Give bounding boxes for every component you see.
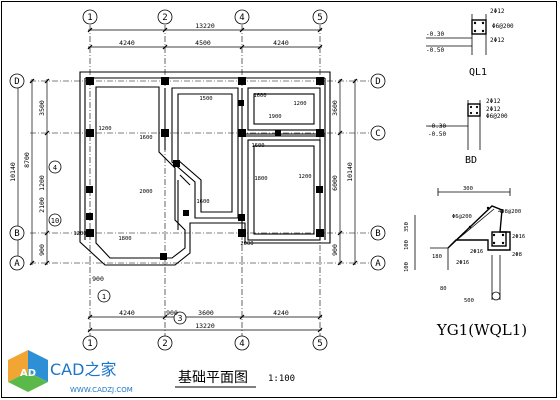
yg1-label: Φ6@200 xyxy=(452,214,472,220)
yg1-label: 500 xyxy=(464,298,474,304)
axis-bubble-b-right: B xyxy=(375,229,380,239)
cad-home-logo: AD xyxy=(8,350,48,392)
yg1-label: 2Φ16 xyxy=(470,249,483,255)
yg1-label: 100 xyxy=(404,262,410,272)
axis-bubble-d-right: D xyxy=(375,77,380,87)
top-dim-3: 4240 xyxy=(273,39,289,47)
ql1-label: 2Φ12 xyxy=(490,37,505,44)
ql1-label: 2Φ12 xyxy=(490,8,505,15)
bottom-dim-3: 3600 xyxy=(198,309,214,317)
left-dim-8700: 8700 xyxy=(23,152,31,168)
bd-label: 2Φ12 xyxy=(486,106,501,113)
yg1-label: 80 xyxy=(440,286,447,292)
yg1-detail xyxy=(414,188,511,301)
axis-bubble-a-left: A xyxy=(14,259,20,269)
bd-label: 2Φ12 xyxy=(486,98,501,105)
watermark-url: WWW.CADZJ.COM xyxy=(70,386,133,394)
ql1-title: QL1 xyxy=(469,67,487,78)
watermark-brand: CAD之家 xyxy=(50,360,116,379)
room-label: 1600 xyxy=(139,135,152,141)
room-label: 1500 xyxy=(199,96,212,102)
yg1-label: 350 xyxy=(404,222,410,232)
bottom-total-dim: 13220 xyxy=(195,322,215,330)
axis-bubble-1-bottom: 1 xyxy=(87,339,92,349)
bd-label: -0.50 xyxy=(428,131,446,138)
left-dim-2100: 2100 xyxy=(38,197,46,213)
right-dim-3600: 3600 xyxy=(331,100,339,116)
yg1-label: 300 xyxy=(463,186,473,192)
left-total-dim: 10140 xyxy=(9,162,17,182)
room-label: 1800 xyxy=(254,176,267,182)
left-dim-900: 900 xyxy=(38,244,46,256)
small-dim-900: 900 xyxy=(92,275,104,283)
axis-bubble-b-left: B xyxy=(14,229,19,239)
callout-bubble-4: 4 xyxy=(53,164,57,172)
axis-bubble-2-bottom: 2 xyxy=(162,339,167,349)
yg1-title: YG1(WQL1) xyxy=(436,321,527,339)
ql1-label: -0.50 xyxy=(426,47,444,54)
ql1-detail xyxy=(426,14,487,55)
axis-bubble-d-left: D xyxy=(14,77,19,87)
bd-label: -0.30 xyxy=(428,123,446,130)
room-label: 1800 xyxy=(118,236,131,242)
axis-bubble-a-right: A xyxy=(375,259,381,269)
left-dim-1200: 1200 xyxy=(38,175,46,191)
room-label: 1600 xyxy=(253,93,266,99)
yg1-label: 2Φ16 xyxy=(456,260,469,266)
ql1-label: Φ6@200 xyxy=(492,23,514,30)
callout-bubble-1: 1 xyxy=(102,293,106,301)
room-label: 2000 xyxy=(139,189,152,195)
axis-bubble-5-bottom: 5 xyxy=(317,339,322,349)
logo-letter: AD xyxy=(20,368,36,379)
axis-bubble-1-top: 1 xyxy=(87,13,92,23)
room-label: 1900 xyxy=(268,114,281,120)
yg1-label: 4Φ8@200 xyxy=(498,209,521,215)
bottom-dim-2: 900 xyxy=(166,309,178,317)
room-label: 1200 xyxy=(98,126,111,132)
top-dim-2: 4500 xyxy=(195,39,211,47)
yg1-label: 100 xyxy=(404,240,410,250)
right-dim-900: 900 xyxy=(331,244,339,256)
top-dim-1: 4240 xyxy=(119,39,135,47)
left-dim-3500: 3500 xyxy=(38,100,46,116)
ql1-label: -0.30 xyxy=(426,31,444,38)
axis-bubble-4-top: 4 xyxy=(239,13,244,23)
right-dim-6000: 6000 xyxy=(331,175,339,191)
axis-bubble-c-right: C xyxy=(375,129,380,139)
drawing-scale: 1:100 xyxy=(268,374,295,384)
bd-detail xyxy=(426,100,481,150)
room-label: 2000 xyxy=(240,241,253,247)
axis-bubble-2-top: 2 xyxy=(162,13,167,23)
top-total-dim: 13220 xyxy=(195,22,215,30)
drawing-title: 基础平面图 xyxy=(178,369,248,386)
bd-label: Φ6@200 xyxy=(486,113,508,120)
bottom-dim-1: 4240 xyxy=(119,309,135,317)
room-label: 1200 xyxy=(73,231,86,237)
bottom-dim-4: 4240 xyxy=(273,309,289,317)
axis-bubble-3-bottom: 3 xyxy=(178,314,183,323)
right-total-dim: 10140 xyxy=(346,162,354,182)
yg1-label: 2Φ8 xyxy=(512,252,522,258)
bd-title: BD xyxy=(465,155,477,166)
callout-bubble-10: 10 xyxy=(51,217,59,225)
yg1-label: 180 xyxy=(432,254,442,260)
axis-bubble-4-bottom: 4 xyxy=(239,339,244,349)
room-label: 1600 xyxy=(196,199,209,205)
axis-bubble-5-top: 5 xyxy=(317,13,322,23)
room-label: 1200 xyxy=(298,174,311,180)
room-label: 1600 xyxy=(251,143,264,149)
room-label: 1200 xyxy=(293,101,306,107)
yg1-label: 2Φ16 xyxy=(512,234,525,240)
